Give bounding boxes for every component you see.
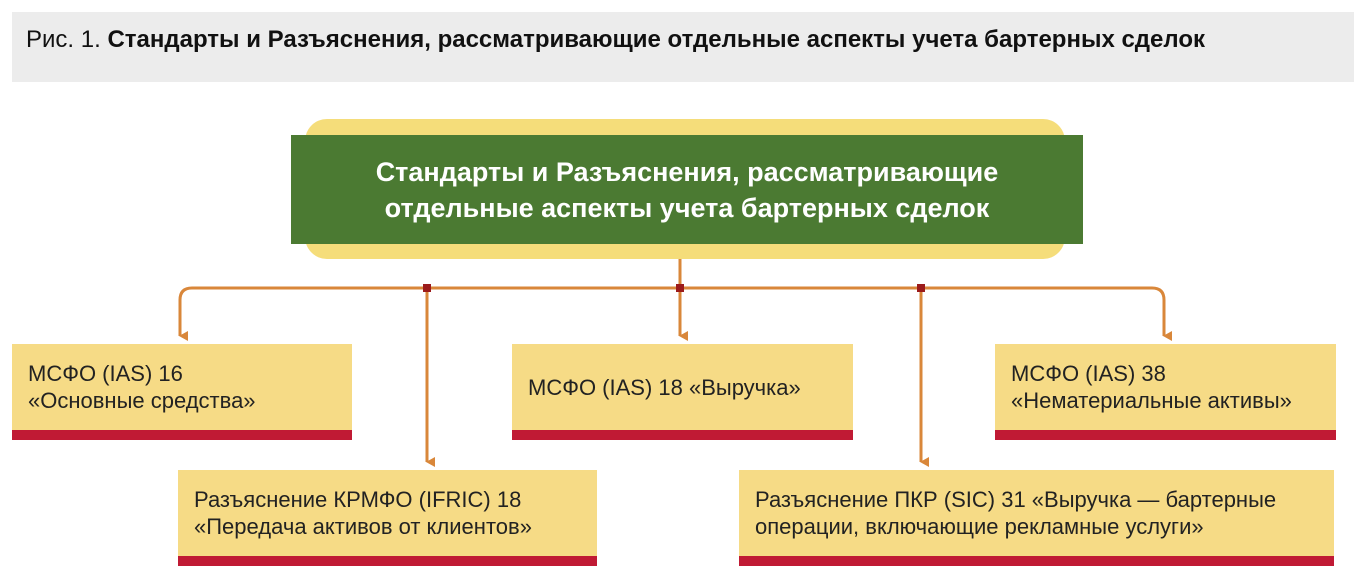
caption-prefix: Рис. 1. xyxy=(26,26,101,53)
node-ias38-line-2: «Нематериальные активы» xyxy=(1011,388,1292,413)
root-node: Стандарты и Разъяснения, рассматривающие… xyxy=(291,135,1083,244)
caption-title: Стандарты и Разъяснения, рассматривающие… xyxy=(107,26,1205,53)
node-ifric18-line-1: Разъяснение КРМФО (IFRIC) 18 xyxy=(194,487,522,512)
node-ias18-line-1: МСФО (IAS) 18 «Выручка» xyxy=(528,374,801,400)
node-ias16: МСФО (IAS) 16 «Основные средства» xyxy=(12,344,352,440)
root-line-2: отдельные аспекты учета бартерных сделок xyxy=(384,192,990,223)
node-ias18: МСФО (IAS) 18 «Выручка» xyxy=(512,344,853,440)
node-sic31: Разъяснение ПКР (SIC) 31 «Выручка — барт… xyxy=(739,470,1334,566)
node-sic31-line-1: Разъяснение ПКР (SIC) 31 «Выручка — барт… xyxy=(755,487,1277,512)
junction-ifric18 xyxy=(423,284,431,292)
node-sic31-line-2: операции, включающие рекламные услуги» xyxy=(755,514,1204,539)
figure-caption: Рис. 1. Стандарты и Разъяснения, рассмат… xyxy=(26,26,1205,54)
node-ias38: МСФО (IAS) 38 «Нематериальные активы» xyxy=(995,344,1336,440)
junction-ias18 xyxy=(676,284,684,292)
root-line-1: Стандарты и Разъяснения, рассматривающие xyxy=(375,156,999,187)
node-ias16-line-2: «Основные средства» xyxy=(28,388,256,413)
node-ias16-line-1: МСФО (IAS) 16 xyxy=(28,361,183,386)
junction-sic31 xyxy=(917,284,925,292)
node-ifric18: Разъяснение КРМФО (IFRIC) 18 «Передача а… xyxy=(178,470,597,566)
node-ias38-line-1: МСФО (IAS) 38 xyxy=(1011,361,1166,386)
bus-line xyxy=(178,286,1166,318)
node-ifric18-line-2: «Передача активов от клиентов» xyxy=(194,514,532,539)
caption-bar: Рис. 1. Стандарты и Разъяснения, рассмат… xyxy=(12,12,1354,82)
